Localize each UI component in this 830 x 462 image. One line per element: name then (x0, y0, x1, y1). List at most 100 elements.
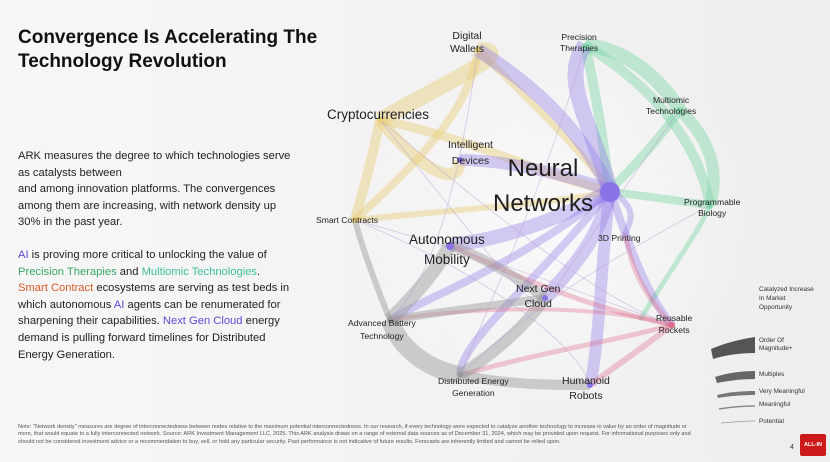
neural-edges (387, 40, 676, 387)
energy-edges (352, 219, 591, 390)
cryptocurrencies-node (377, 117, 383, 123)
text: . (257, 265, 261, 278)
paragraph-2: AI is proving more critical to unlocking… (18, 247, 294, 363)
paragraph-1-line-2: and among innovation platforms. The conv… (18, 183, 277, 229)
label-line: Devices (451, 155, 490, 168)
label-line: Precision (561, 32, 597, 42)
text: and (116, 265, 142, 278)
node-label-intelligent-devices: Intelligent Devices (448, 137, 493, 170)
label-line: Cloud (524, 298, 552, 311)
node-label-digital-wallets: Digital Wallets (450, 30, 484, 56)
label-line: Networks (493, 189, 594, 217)
label-line: Programmable (684, 197, 741, 207)
paragraph-1-line-1: ARK measures the degree to which technol… (18, 150, 291, 179)
label-line: Multiomic (652, 95, 690, 105)
highlight-precision-therapies: Precision Therapies (18, 265, 117, 278)
node-label-programmable-biology: Programmable Biology (684, 197, 740, 218)
label-line: Cryptocurrencies (327, 107, 430, 122)
legend-swatch-multiples (715, 371, 755, 383)
label-line: Smart Contracts (316, 215, 379, 225)
label-line: 3D Printing (598, 233, 641, 243)
legend-swatches (711, 337, 756, 424)
convergence-network-diagram (350, 25, 750, 415)
digital-wallets-node (475, 47, 481, 53)
legend-swatch-meaningful (718, 405, 756, 410)
label-line: Digital (452, 30, 482, 42)
label-line: Autonomous (409, 232, 485, 247)
label-line: Intelligent (448, 139, 493, 151)
footnote: Note: "Network density" measures are deg… (18, 424, 691, 445)
smart-contracts-node (352, 217, 358, 223)
node-label-neural-networks: Neural Networks (493, 152, 593, 222)
all-in-logo: ALL-IN (800, 434, 826, 456)
programmable-biology-node (707, 203, 713, 209)
slide-title: Convergence Is Accelerating The Technolo… (18, 26, 318, 74)
legend-header-line: Opportunity (759, 304, 793, 311)
node-label-next-gen-cloud: Next Gen Cloud (516, 282, 560, 312)
body-text: ARK measures the degree to which technol… (18, 148, 294, 363)
highlight-multiomic: Multiomic Technologies (141, 265, 258, 278)
label-line: Humanoid (562, 375, 610, 387)
label-line: Technologies (646, 105, 697, 116)
label-line: Robots (569, 390, 603, 403)
label-line: Distributed Energy (438, 376, 509, 386)
highlight-ai: AI (18, 248, 29, 261)
legend-item-order-of-magnitude: Order Of Magnitude+ (759, 337, 793, 352)
crypto-edges (350, 42, 613, 223)
rocket-edges (389, 234, 674, 388)
legend-header-line: In Market (759, 295, 786, 302)
node-label-humanoid-robots: Humanoid Robots (562, 374, 610, 404)
multiomic-node (677, 107, 683, 113)
label-line: Generation (452, 388, 495, 399)
legend-swatch-very-meaningful (717, 391, 755, 398)
text: ecosystems are serving as test beds in w… (18, 282, 290, 311)
label-line: Biology (698, 207, 727, 218)
highlight-next-gen-cloud: Next Gen Cloud (162, 315, 243, 328)
node-label-autonomous-mobility: Autonomous Mobility (409, 230, 485, 271)
page-number: 4 (790, 444, 794, 451)
precision-therapies-node (582, 43, 588, 49)
highlight-smart-contract: Smart Contract (18, 282, 94, 295)
logo-text: ALL-IN (803, 442, 823, 448)
neural-networks-node (600, 182, 620, 202)
label-line: Wallets (450, 43, 485, 56)
node-label-reusable-rockets: Reusable Rockets (656, 312, 692, 337)
title-line-2: Technology Revolution (18, 51, 227, 72)
advanced-battery-node (387, 317, 393, 323)
label-line: Rockets (658, 325, 690, 336)
legend-swatch-order-of-magnitude (711, 337, 755, 359)
label-line: Next Gen (516, 283, 561, 295)
label-line: Neural (507, 155, 579, 182)
title-line-1: Convergence Is Accelerating The (18, 27, 318, 48)
reusable-rockets-node (669, 322, 675, 328)
legend-item-potential: Potential (759, 418, 784, 425)
next-gen-cloud-node (542, 295, 548, 301)
node-label-advanced-battery: Advanced Battery Technology (348, 317, 416, 343)
intelligent-devices-node (457, 157, 463, 163)
legend-item-very-meaningful: Very Meaningful (759, 388, 805, 395)
text: is proving more critical to unlocking th… (28, 248, 267, 261)
thin-edges (354, 44, 711, 386)
highlight-ai: AI (113, 298, 125, 311)
node-label-3d-printing: 3D Printing (598, 233, 641, 244)
node-label-precision-therapies: Precision Therapies (560, 32, 598, 53)
legend-swatch-potential (720, 420, 756, 424)
node-label-multiomic: Multiomic Technologies (646, 95, 696, 116)
text: energy demand is pulling forward timelin… (18, 315, 280, 361)
autonomous-mobility-node (446, 242, 454, 250)
humanoid-robots-node (587, 382, 593, 388)
node-label-smart-contracts: Smart Contracts (316, 215, 378, 226)
distributed-energy-node (457, 372, 463, 378)
3d-printing-node (622, 232, 628, 238)
label-line: Mobility (424, 252, 470, 268)
label-line: Reusable (656, 313, 693, 323)
text: agents can be renumerated for sharpening… (18, 298, 281, 328)
label-line: Technology (360, 330, 404, 341)
legend-header: Catalyzed Increase In Market Opportunity (759, 285, 814, 312)
label-line: Advanced Battery (348, 318, 416, 328)
label-line: Therapies (560, 42, 599, 53)
legend-header-line: Catalyzed Increase (759, 286, 814, 293)
legend-item-meaningful: Meaningful (759, 401, 791, 408)
legend-item-multiples: Multiples (759, 371, 785, 378)
